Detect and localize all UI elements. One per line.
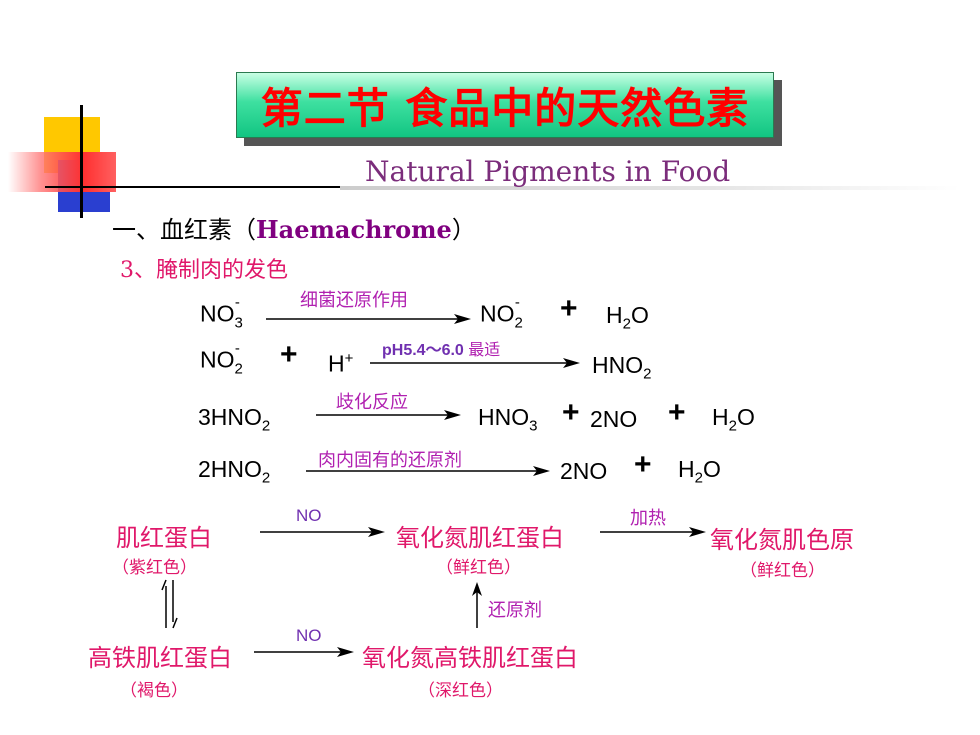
r2-product: HNO2 — [592, 352, 652, 383]
reductant-arrow — [472, 582, 482, 628]
r4-reactant: 2HNO2 — [198, 456, 271, 487]
r4-water: H2O — [678, 456, 721, 487]
nitroso-myoglobin-label: 氧化氮肌红蛋白 — [396, 524, 564, 552]
r3-product: HNO3 — [478, 404, 538, 435]
r1-reactant: NO3- — [200, 294, 243, 332]
r4-plus: + — [634, 448, 652, 481]
r2-proton: H+ — [328, 350, 354, 377]
r1-arrow — [266, 314, 471, 324]
myoglobin-label: 肌红蛋白 — [116, 524, 212, 552]
r2-plus: + — [280, 338, 298, 371]
r1-plus: + — [560, 292, 578, 325]
metmyoglobin-color: （褐色） — [120, 681, 188, 701]
decor-vertical-line — [80, 105, 83, 218]
subsection-heading: 3、腌制肉的发色 — [120, 258, 288, 283]
scheme-no-label-2: NO — [296, 626, 322, 645]
r2-reactant: NO2- — [200, 340, 243, 378]
page-title: 第二节 食品中的天然色素 — [260, 83, 750, 133]
section-english: Haemachrome — [256, 215, 452, 244]
r4-arrow — [306, 466, 550, 476]
page-subtitle: Natural Pigments in Food — [365, 155, 731, 188]
nitroso-metmyoglobin-label: 氧化氮高铁肌红蛋白 — [362, 644, 578, 672]
title-box: 第二节 食品中的天然色素 — [236, 72, 774, 138]
decor-red-bar — [8, 152, 116, 192]
r1-condition: 细菌还原作用 — [300, 290, 408, 311]
r3-condition: 歧化反应 — [336, 392, 408, 413]
nitroso-myoglobin-color: （鲜红色） — [436, 558, 521, 578]
scheme-arrow-2 — [600, 527, 706, 537]
myoglobin-color: （紫红色） — [112, 558, 197, 578]
r1-product: NO2- — [480, 294, 523, 332]
r4-no: 2NO — [560, 458, 608, 484]
section-suffix: ） — [451, 216, 476, 244]
nitroso-hemochrome-color: （鲜红色） — [740, 561, 825, 581]
r4-condition: 肉内固有的还原剂 — [318, 450, 462, 471]
nitroso-metmyoglobin-color: （深红色） — [418, 681, 503, 701]
r3-plus-1: + — [562, 396, 580, 429]
r3-water: H2O — [712, 404, 755, 435]
heat-label: 加热 — [630, 508, 666, 529]
scheme-arrow-1 — [260, 527, 385, 537]
r2-condition: pH5.4～6.0 最适 — [382, 340, 501, 359]
decor-fade-line — [340, 186, 960, 190]
section-prefix: 一、血红素（ — [112, 216, 256, 244]
scheme-arrow-3 — [254, 647, 354, 657]
r3-reactant: 3HNO2 — [198, 404, 271, 435]
r2-arrow — [370, 358, 580, 368]
scheme-no-label-1: NO — [296, 506, 322, 525]
nitroso-hemochrome-label: 氧化氮肌色原 — [710, 526, 854, 554]
reductant-label: 还原剂 — [488, 600, 542, 621]
r1-water: H2O — [606, 302, 649, 333]
r3-plus-2: + — [668, 396, 686, 429]
section-heading: 一、血红素（Haemachrome） — [112, 210, 476, 245]
r3-no: 2NO — [590, 406, 638, 432]
equilibrium-arrows — [161, 579, 178, 629]
metmyoglobin-label: 高铁肌红蛋白 — [88, 644, 232, 672]
r3-arrow — [316, 410, 461, 420]
decor-horizontal-line — [45, 186, 345, 188]
